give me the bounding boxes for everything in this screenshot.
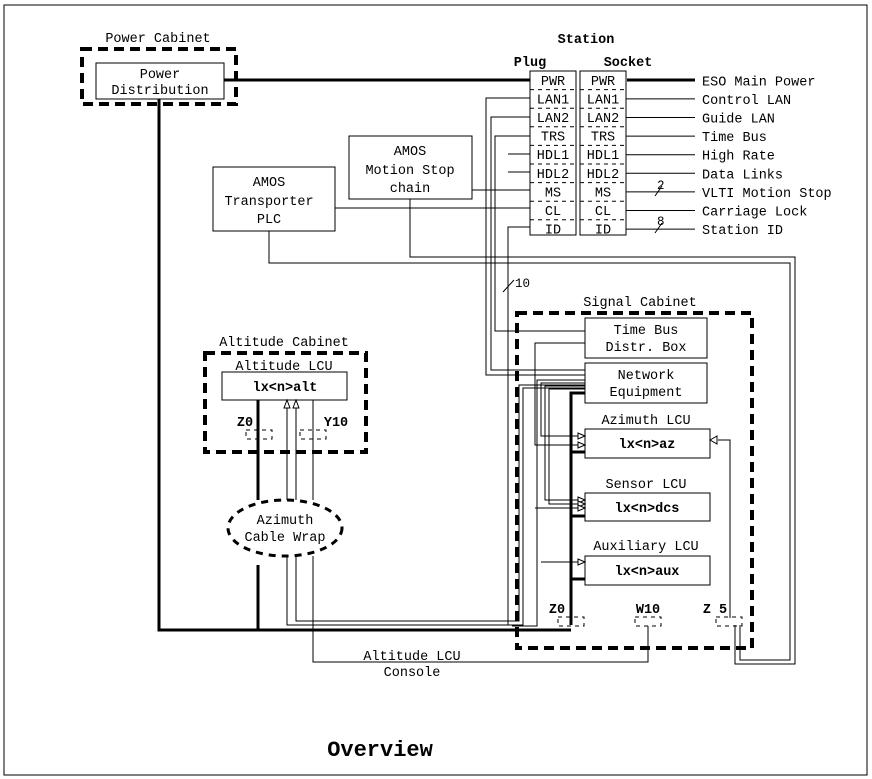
signal-label: Carriage Lock: [702, 206, 807, 221]
amos-motion-stop-line1: AMOS: [394, 145, 426, 160]
signal-w10-connector: [635, 617, 661, 626]
bundle-width: 10: [515, 277, 530, 291]
plug-pin-trs: TRS: [541, 131, 565, 146]
diagram-title: Overview: [327, 738, 433, 763]
alt-net-arrow-icon-2: [293, 400, 299, 408]
altitude-lcu-host: lx<n>alt: [253, 381, 318, 396]
signal-w10-label: W10: [636, 603, 660, 618]
socket-pin-cl: CL: [595, 205, 611, 220]
console-line1: Altitude LCU: [363, 650, 460, 665]
amos-transporter-line2: Transporter: [224, 195, 313, 210]
az-input-arrow-icon: [710, 436, 717, 444]
cable-wrap-line1: Azimuth: [257, 514, 314, 529]
signal-label: Guide LAN: [702, 113, 775, 128]
altitude-y10-label: Y10: [324, 416, 348, 431]
signal-z5-label: Z 5: [703, 603, 727, 618]
signal-label: Time Bus: [702, 131, 767, 146]
socket-pin-id: ID: [595, 224, 611, 239]
plug-pin-hdl1: HDL1: [537, 149, 569, 164]
network-line2: Equipment: [610, 386, 683, 401]
time-bus-line2: Distr. Box: [605, 341, 686, 356]
plug-pin-hdl2: HDL2: [537, 168, 569, 183]
sensor-lcu-host: lx<n>dcs: [615, 502, 680, 517]
plug-pin-cl: CL: [545, 205, 561, 220]
sensor-lcu-label: Sensor LCU: [605, 478, 686, 493]
power-distribution-line2: Distribution: [111, 84, 208, 99]
socket-pin-trs: TRS: [591, 131, 615, 146]
az-to-z5-wire: [718, 440, 730, 618]
signal-z0-label: Z0: [549, 603, 565, 618]
signal-label: VLTI Motion Stop: [702, 187, 832, 202]
plug-pin-lan2: LAN2: [537, 112, 569, 127]
auxiliary-lcu-host: lx<n>aux: [615, 565, 680, 580]
signal-cabinet-label: Signal Cabinet: [583, 296, 696, 311]
plug-label: Plug: [514, 56, 546, 71]
network-line1: Network: [618, 369, 675, 384]
cable-wrap-line2: Cable Wrap: [244, 531, 325, 546]
socket-pin-hdl2: HDL2: [587, 168, 619, 183]
net-az-wire1: [541, 383, 585, 436]
amos-motion-stop-line2: Motion Stop: [365, 164, 454, 179]
ms-bus-width: 2: [657, 179, 665, 193]
socket-pin-pwr: PWR: [591, 75, 615, 90]
altitude-z0-label: Z0: [237, 416, 253, 431]
alt-net-arrow-icon-1: [284, 400, 290, 408]
id-bus-width: 8: [657, 215, 665, 229]
plug-pin-ms: MS: [545, 186, 561, 201]
socket-label: Socket: [604, 56, 653, 71]
auxiliary-lcu-label: Auxiliary LCU: [593, 540, 698, 555]
transporter-loop-wire: [269, 231, 790, 660]
signal-label: Station ID: [702, 224, 783, 239]
azimuth-lcu-label: Azimuth LCU: [601, 414, 690, 429]
signal-label: High Rate: [702, 150, 775, 165]
power-distribution-line1: Power: [140, 68, 181, 83]
amos-motion-stop-line3: chain: [390, 182, 431, 197]
signal-label: ESO Main Power: [702, 75, 815, 90]
plug-pin-pwr: PWR: [541, 75, 565, 90]
signal-label: Data Links: [702, 168, 783, 183]
input-arrow-icon: [578, 442, 585, 448]
socket-pin-lan1: LAN1: [587, 93, 619, 108]
time-bus-line1: Time Bus: [614, 324, 679, 339]
plug-pin-lan1: LAN1: [537, 93, 569, 108]
socket-pin-hdl1: HDL1: [587, 149, 619, 164]
amos-transporter-line1: AMOS: [253, 176, 285, 191]
plug-pin-id: ID: [545, 224, 561, 239]
socket-pin-lan2: LAN2: [587, 112, 619, 127]
input-arrow-icon: [578, 559, 585, 565]
socket-pin-ms: MS: [595, 186, 611, 201]
altitude-cabinet-label: Altitude Cabinet: [219, 336, 349, 351]
station-label: Station: [558, 33, 615, 48]
signal-label: Control LAN: [702, 94, 791, 109]
console-line2: Console: [384, 666, 441, 681]
power-cabinet-label: Power Cabinet: [105, 32, 210, 47]
azimuth-lcu-host: lx<n>az: [619, 438, 676, 453]
signal-z5-connector: [716, 617, 742, 626]
amos-transporter-line3: PLC: [257, 213, 281, 228]
input-arrow-icon: [578, 433, 585, 439]
